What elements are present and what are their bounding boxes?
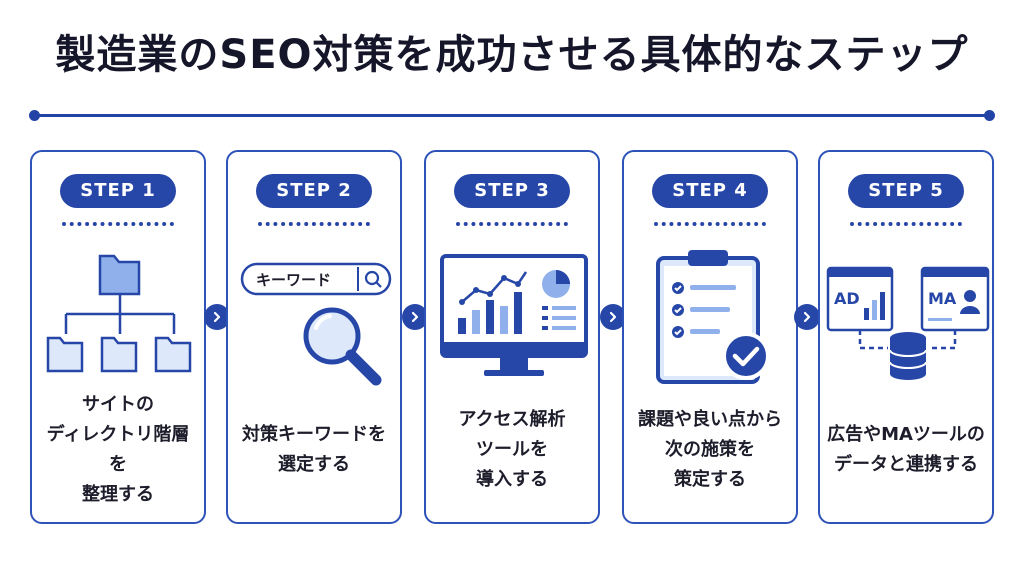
divider-dot-right (984, 110, 995, 121)
step-badge: STEP 4 (652, 174, 768, 208)
step-label-line: アクセス解析 (458, 409, 566, 430)
step-badge: STEP 3 (454, 174, 570, 208)
step-label-line: 策定する (674, 469, 746, 490)
dotted-divider (850, 222, 962, 226)
step-label-line: サイトの (82, 394, 154, 415)
next-arrow-icon (402, 304, 428, 330)
next-arrow-icon (204, 304, 230, 330)
step-card-5: STEP 5 AD MA 広告やMAツールの データと連携する (818, 150, 994, 524)
step-label-line: 導入する (476, 469, 548, 490)
step-label-line: ディレクトリ階層を (46, 424, 190, 475)
step-label-line: データと連携する (834, 454, 978, 475)
ad-label: AD (834, 289, 860, 308)
next-arrow-icon (794, 304, 820, 330)
step-card-3: STEP 3 アクセス解析 ツールを 導入する (424, 150, 600, 524)
step-card-4: STEP 4 課題や良い点から 次の施策を 策定する (622, 150, 798, 524)
step-label-line: 対策キーワードを (242, 424, 386, 445)
step-label: サイトの ディレクトリ階層を 整理する (38, 394, 198, 505)
step-card-1: STEP 1 サイトの ディレクトリ階層を 整理する (30, 150, 206, 524)
clipboard-check-icon (656, 250, 770, 384)
divider-dot-left (29, 110, 40, 121)
step-label-line: 広告やMAツールの (827, 424, 985, 445)
next-arrow-icon (600, 304, 626, 330)
dotted-divider (456, 222, 568, 226)
step-label: 広告やMAツールの データと連携する (826, 402, 986, 498)
step-card-2: STEP 2 キーワード 対策キーワードを 選定する (226, 150, 402, 524)
step-label-line: 整理する (82, 484, 154, 505)
step-label-line: 次の施策を (665, 439, 755, 460)
step-label-line: 課題や良い点から (638, 409, 782, 430)
dotted-divider (654, 222, 766, 226)
dotted-divider (62, 222, 174, 226)
page-title: 製造業のSEO対策を成功させる具体的なステップ (55, 32, 969, 78)
step-badge: STEP 1 (60, 174, 176, 208)
step-badge: STEP 2 (256, 174, 372, 208)
dotted-divider (258, 222, 370, 226)
analytics-monitor-icon (440, 254, 588, 376)
folder-tree-icon (46, 254, 192, 373)
step-label: 対策キーワードを 選定する (234, 402, 394, 498)
step-label-line: 選定する (278, 454, 350, 475)
title-divider (34, 114, 990, 117)
keyword-search-icon: キーワード (240, 262, 392, 386)
step-label: 課題や良い点から 次の施策を 策定する (630, 402, 790, 498)
ma-label: MA (928, 289, 957, 308)
step-badge: STEP 5 (848, 174, 964, 208)
search-keyword-text: キーワード (256, 271, 331, 289)
step-label-line: ツールを (476, 439, 548, 460)
data-integration-icon: AD MA (826, 266, 990, 380)
step-label: アクセス解析 ツールを 導入する (432, 402, 592, 498)
